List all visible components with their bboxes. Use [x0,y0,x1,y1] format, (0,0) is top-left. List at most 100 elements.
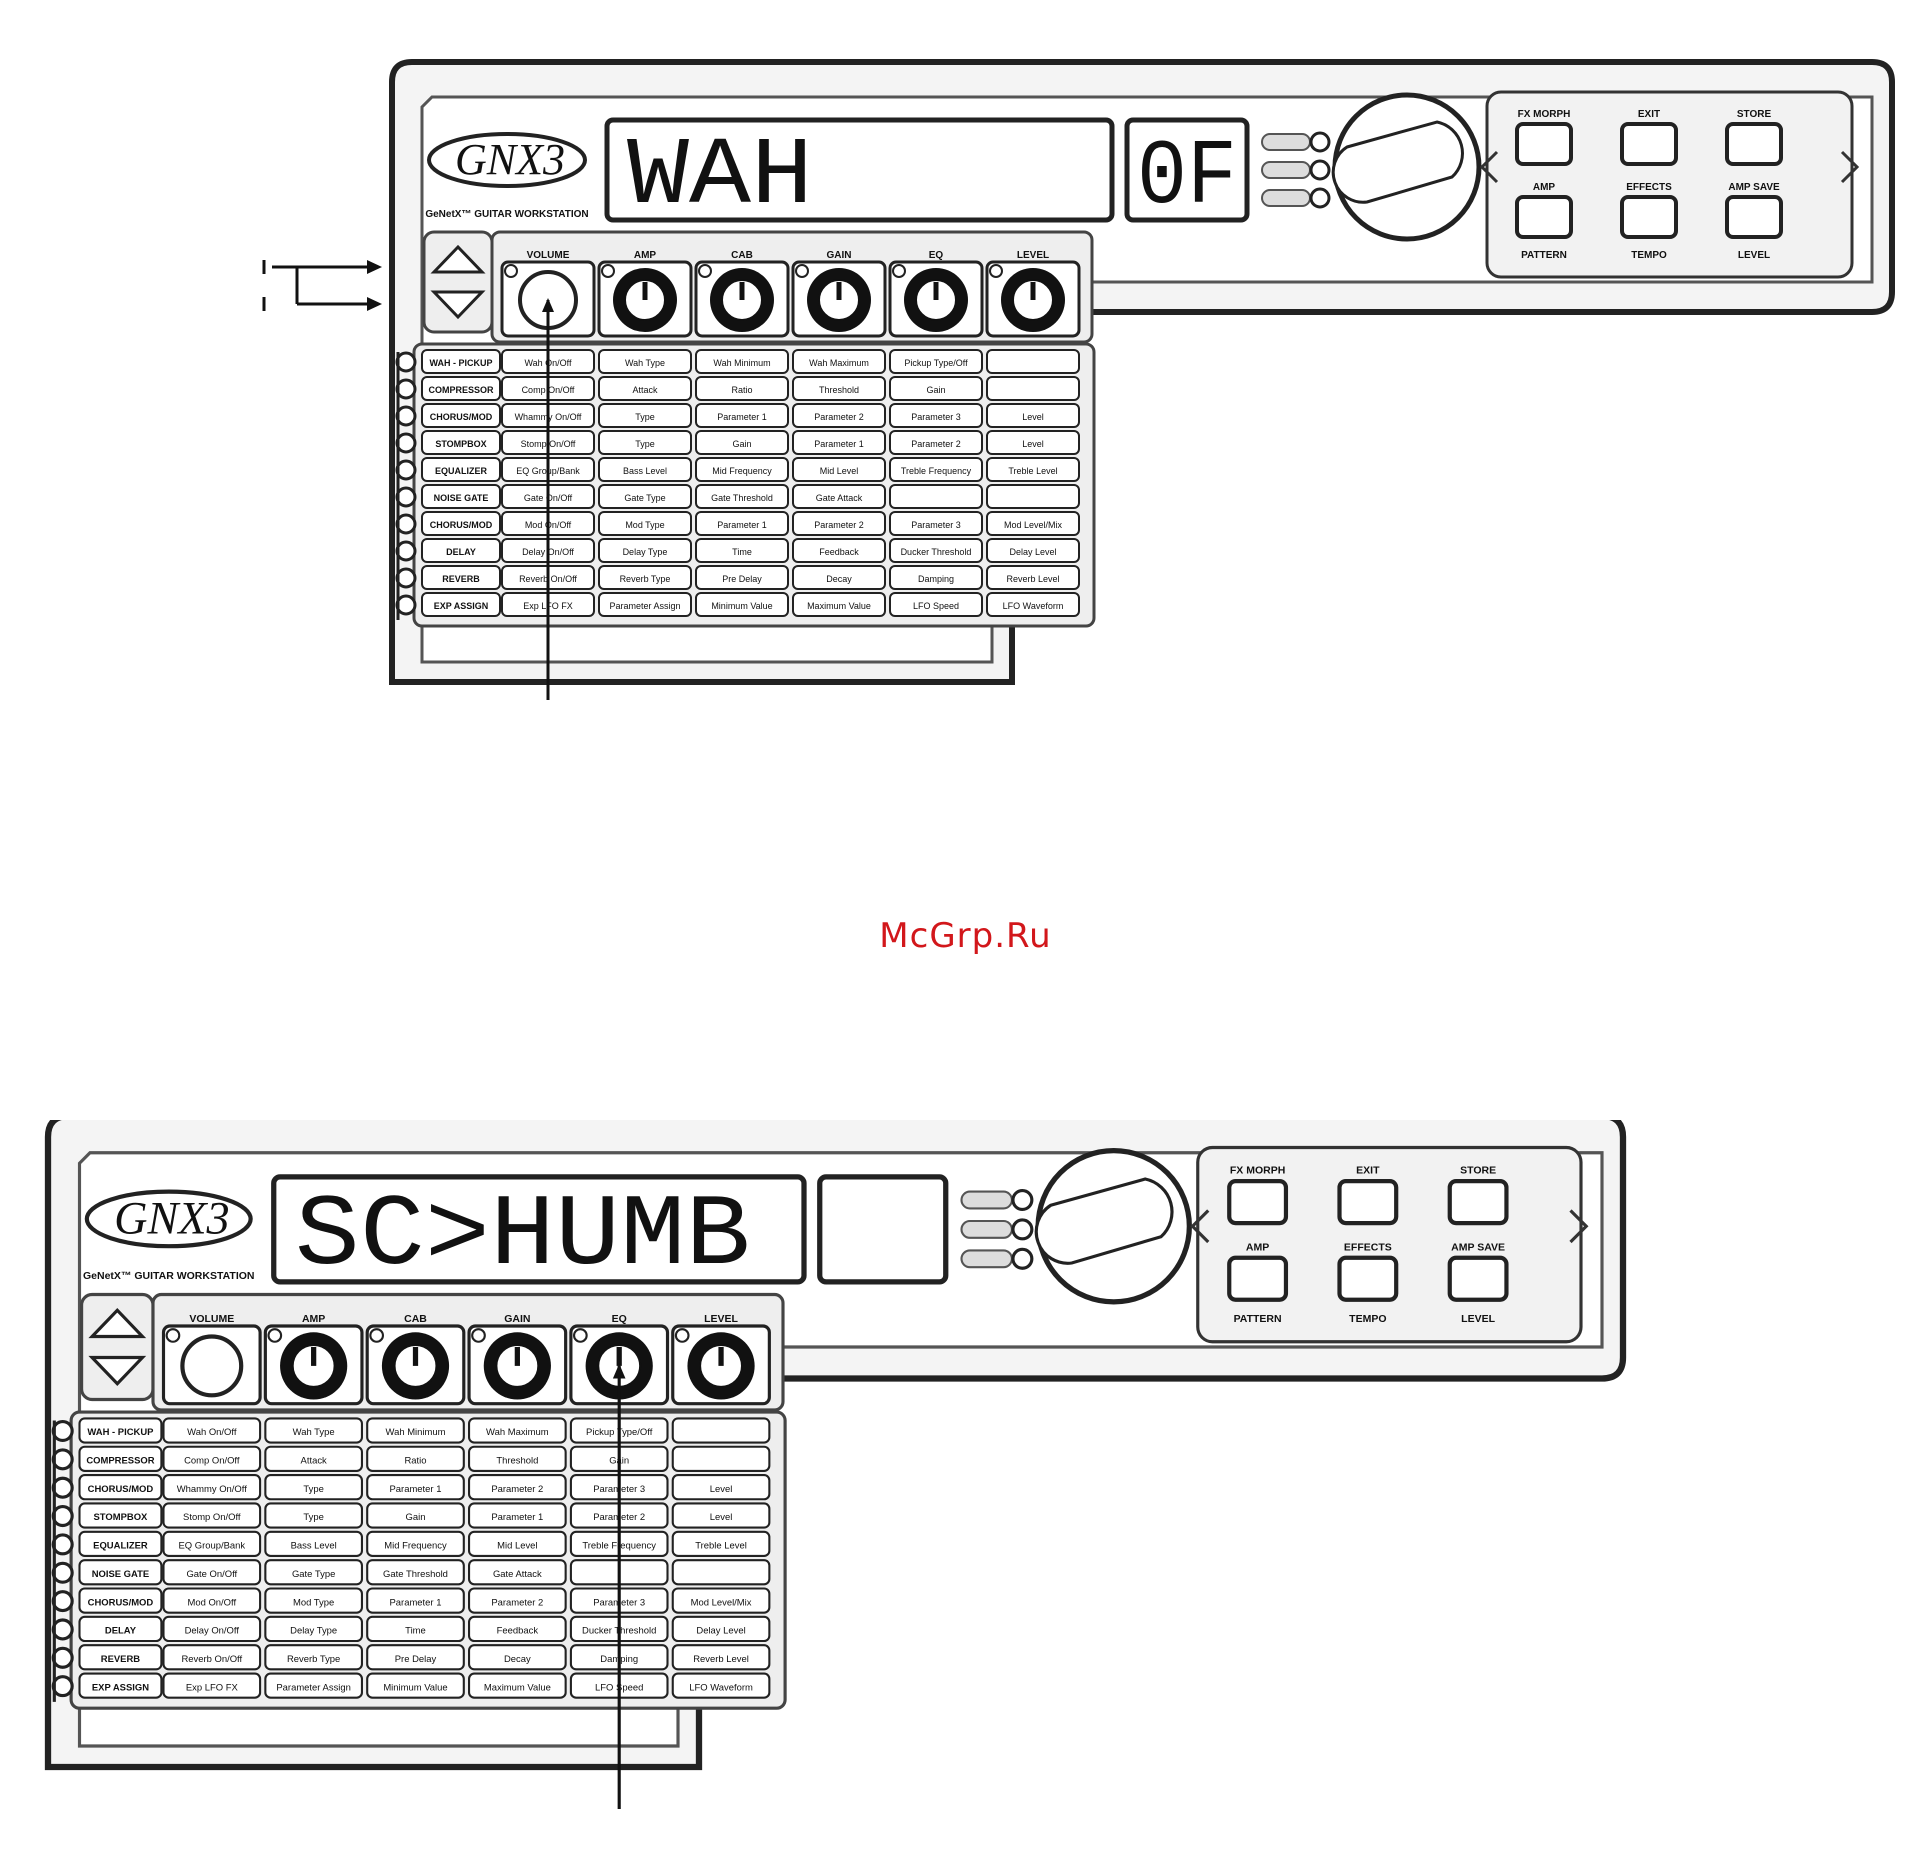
knob-label-2: CAB [404,1313,427,1325]
param-cell [671,1417,771,1444]
button-top-0[interactable] [1227,1178,1289,1226]
up-arrow-icon[interactable] [88,1307,147,1339]
param-text: Gate On/Off [186,1569,237,1580]
button-label-mid-2: AMP SAVE [1451,1241,1505,1253]
segment-display [1124,117,1250,223]
down-arrow-icon[interactable] [88,1355,147,1387]
row-led-4 [51,1533,74,1556]
button-top-0[interactable] [1515,122,1573,166]
param-cell [162,1445,262,1472]
param-text: Mod On/Off [187,1597,236,1608]
param-text: Ducker Threshold [901,547,972,557]
row-label-9: EXP ASSIGN [92,1682,149,1693]
button-bottom-1[interactable] [1620,195,1678,239]
param-cell [467,1644,567,1671]
param-cell [986,349,1080,374]
param-cell [889,376,983,401]
param-cell [162,1587,262,1614]
display-text: SC>HUMB [295,1180,751,1294]
button-top-1[interactable] [1620,122,1678,166]
param-text: Delay Level [696,1626,745,1637]
param-text: Maximum Value [807,601,871,611]
param-cell [695,511,789,536]
param-text: LFO Speed [913,601,959,611]
param-text: Parameter Assign [276,1682,351,1693]
param-text: Gate Threshold [383,1569,448,1580]
button-bottom-0[interactable] [1515,195,1573,239]
callout-arrowhead-icon [542,298,554,312]
param-text: Gate Type [624,493,665,503]
button-bottom-2[interactable] [1725,195,1783,239]
param-cell [467,1445,567,1472]
param-cell [467,1587,567,1614]
param-text: Minimum Value [711,601,772,611]
param-cell [695,592,789,617]
param-cell [792,349,886,374]
row-label-cell-7 [78,1615,163,1643]
segment-display [817,1174,949,1285]
row-label-6: CHORUS/MOD [430,520,493,530]
logo: GNX3 [114,1193,229,1244]
row-label-0: WAH - PICKUP [87,1427,153,1438]
param-text: Parameter Assign [609,601,680,611]
param-cell [889,457,983,482]
param-cell [598,511,692,536]
down-arrow-icon[interactable] [430,290,486,320]
param-text: Mid Level [497,1541,537,1552]
param-cell [162,1417,262,1444]
param-cell [695,457,789,482]
param-cell [467,1530,567,1557]
row-label-cell-3 [78,1502,163,1529]
param-cell [792,592,886,617]
row-label-cell-8 [78,1644,163,1671]
param-cell [366,1587,465,1614]
button-bottom-2[interactable] [1447,1255,1509,1302]
row-label-3: STOMPBOX [435,439,486,449]
param-text: Exp LFO FX [186,1682,239,1693]
bank-left-arrow-icon [1479,150,1499,184]
button-top-2[interactable] [1725,122,1783,166]
bank-right-arrow-icon [1569,1209,1589,1244]
button-bottom-0[interactable] [1227,1255,1289,1302]
knob-label-5: LEVEL [1017,250,1049,261]
button-bottom-1[interactable] [1337,1255,1399,1302]
segment-text: 0F [1137,125,1237,230]
row-label-7: DELAY [446,547,476,557]
param-text: Gate Threshold [711,493,773,503]
param-cell [671,1644,771,1671]
button-label-mid-0: AMP [1533,182,1556,193]
row-label-cell-5 [421,484,501,509]
mode-label-0 [1261,133,1311,151]
knob-2-cap [393,1343,438,1388]
up-arrow-icon[interactable] [430,244,486,274]
button-label-bottom-2: LEVEL [1461,1313,1495,1325]
param-text: Pre Delay [722,574,762,584]
expression-knob-icon[interactable] [180,1334,244,1398]
param-text: Reverb Level [1006,574,1059,584]
param-cell [889,430,983,455]
knob-label-5: LEVEL [704,1313,738,1325]
param-cell [264,1644,363,1671]
row-label-cell-4 [421,457,501,482]
param-text: Delay On/Off [185,1626,240,1637]
callout-arrowhead-icon [612,1363,626,1379]
button-top-1[interactable] [1337,1178,1399,1226]
param-text: Threshold [496,1456,538,1467]
param-text: Pre Delay [395,1654,437,1665]
logo-swoosh [427,132,587,188]
param-cell [792,403,886,428]
row-led-5 [51,1561,74,1584]
param-text: Parameter 1 [717,520,767,530]
button-label-top-0: FX MORPH [1230,1165,1285,1177]
param-text: LFO Waveform [1003,601,1064,611]
param-text: Delay Type [290,1626,337,1637]
param-text: Treble Level [695,1541,747,1552]
button-label-top-1: EXIT [1356,1165,1380,1177]
button-label-bottom-0: PATTERN [1234,1313,1282,1325]
button-top-2[interactable] [1447,1178,1509,1226]
main-display [604,117,1115,223]
param-text: Parameter 1 [390,1484,442,1495]
param-cell [889,349,983,374]
knob-label-1: AMP [302,1313,325,1325]
